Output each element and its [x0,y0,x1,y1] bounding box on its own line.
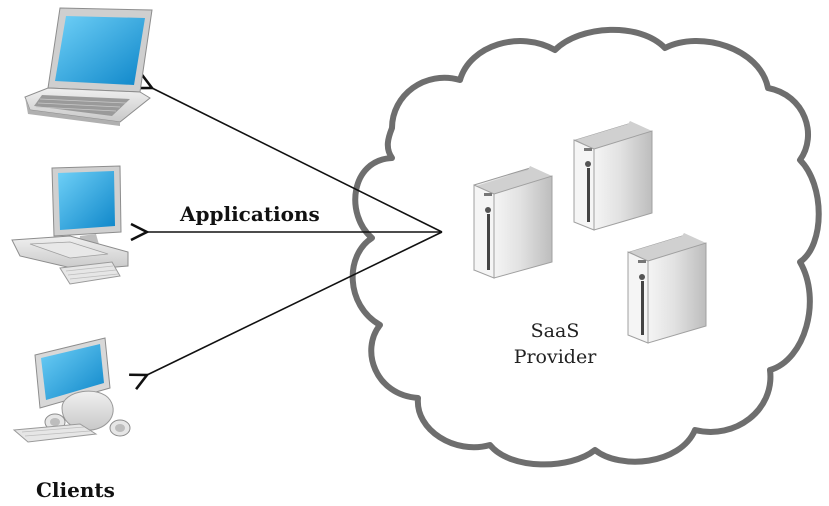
arrow-to-laptop [152,88,443,233]
cloud-shape [349,26,822,468]
server-tower-icon [627,233,707,344]
saas-provider-label: SaaS Provider [475,318,635,370]
arrow-to-imac [147,231,443,375]
server-tower-icon [473,166,553,279]
desktop-computer-icon [11,165,129,285]
provider-line-2: Provider [513,346,597,368]
server-tower-icon [573,121,653,231]
imac-computer-icon [12,337,131,443]
arrows [147,88,443,375]
clients-label: Clients [36,478,115,502]
provider-line-1: SaaS [530,320,580,342]
applications-label: Applications [180,202,320,226]
laptop-icon [24,7,153,126]
